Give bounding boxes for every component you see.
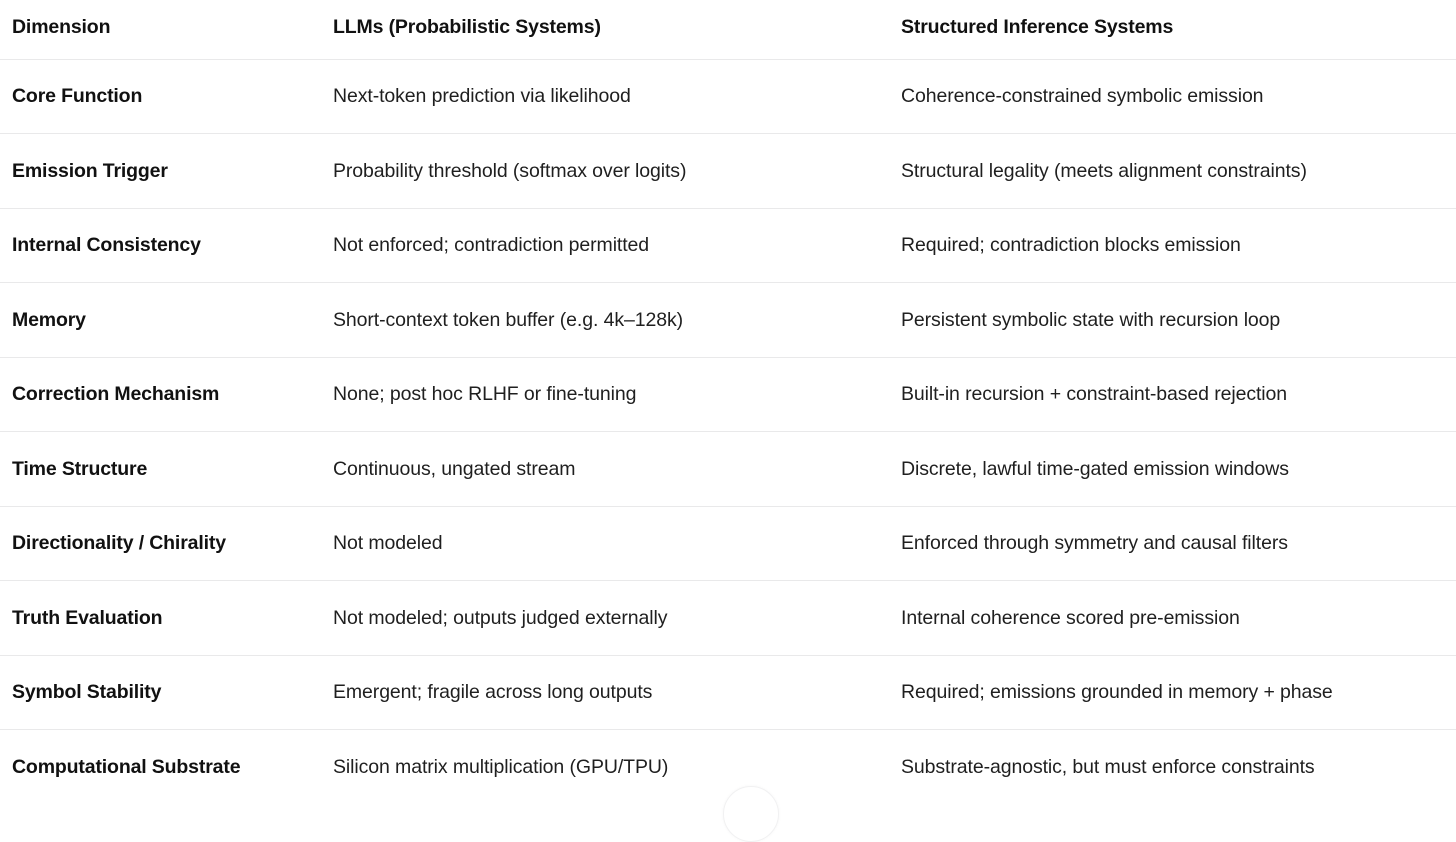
cell-llm: Probability threshold (softmax over logi… (333, 133, 901, 209)
cell-llm: Not enforced; contradiction permitted (333, 208, 901, 283)
cell-sis: Discrete, lawful time-gated emission win… (901, 431, 1456, 507)
cell-llm: None; post hoc RLHF or fine-tuning (333, 357, 901, 432)
cell-dimension: Correction Mechanism (0, 357, 333, 432)
table-row: Core Function Next-token prediction via … (0, 59, 1456, 134)
cell-llm: Next-token prediction via likelihood (333, 59, 901, 134)
column-header-structured-inference: Structured Inference Systems (901, 0, 1456, 60)
cell-sis: Persistent symbolic state with recursion… (901, 282, 1456, 358)
cell-dimension: Time Structure (0, 431, 333, 507)
cell-dimension: Truth Evaluation (0, 580, 333, 656)
table-row: Memory Short-context token buffer (e.g. … (0, 282, 1456, 358)
table-row: Emission Trigger Probability threshold (… (0, 133, 1456, 209)
cell-llm: Short-context token buffer (e.g. 4k–128k… (333, 282, 901, 358)
cell-llm: Continuous, ungated stream (333, 431, 901, 507)
cell-dimension: Emission Trigger (0, 133, 333, 209)
table-row: Truth Evaluation Not modeled; outputs ju… (0, 580, 1456, 656)
cell-sis: Substrate-agnostic, but must enforce con… (901, 755, 1315, 778)
cell-llm: Silicon matrix multiplication (GPU/TPU) (333, 755, 669, 778)
table-row: Symbol Stability Emergent; fragile acros… (0, 655, 1456, 730)
cell-sis: Internal coherence scored pre-emission (901, 580, 1456, 656)
table-header-row: Dimension LLMs (Probabilistic Systems) S… (0, 0, 1456, 60)
cell-dimension: Core Function (0, 59, 333, 134)
cell-sis: Required; contradiction blocks emission (901, 208, 1456, 283)
table-header: Dimension LLMs (Probabilistic Systems) S… (0, 0, 1456, 60)
table-row: Directionality / Chirality Not modeled E… (0, 506, 1456, 581)
table-row: Internal Consistency Not enforced; contr… (0, 208, 1456, 283)
cell-sis: Coherence-constrained symbolic emission (901, 59, 1456, 134)
cell-sis: Required; emissions grounded in memory +… (901, 655, 1456, 730)
cell-dimension: Internal Consistency (0, 208, 333, 283)
table-row: Correction Mechanism None; post hoc RLHF… (0, 357, 1456, 432)
cell-dimension: Directionality / Chirality (0, 506, 333, 581)
cell-llm: Not modeled; outputs judged externally (333, 580, 901, 656)
column-header-llms: LLMs (Probabilistic Systems) (333, 0, 901, 60)
cell-llm: Emergent; fragile across long outputs (333, 655, 901, 730)
cell-dimension: Memory (0, 282, 333, 358)
table-body: Core Function Next-token prediction via … (0, 59, 1456, 804)
column-header-dimension: Dimension (0, 0, 333, 60)
cell-sis: Enforced through symmetry and causal fil… (901, 506, 1456, 581)
cell-sis: Built-in recursion + constraint-based re… (901, 357, 1456, 432)
cell-dimension: Computational Substrate (12, 755, 241, 778)
cell-dimension: Symbol Stability (0, 655, 333, 730)
cell-llm: Not modeled (333, 506, 901, 581)
table-row: Time Structure Continuous, ungated strea… (0, 431, 1456, 507)
cell-sis: Structural legality (meets alignment con… (901, 133, 1456, 209)
comparison-table: Dimension LLMs (Probabilistic Systems) S… (0, 0, 1456, 804)
table-row: Computational Substrate Silicon matrix m… (0, 730, 1456, 805)
